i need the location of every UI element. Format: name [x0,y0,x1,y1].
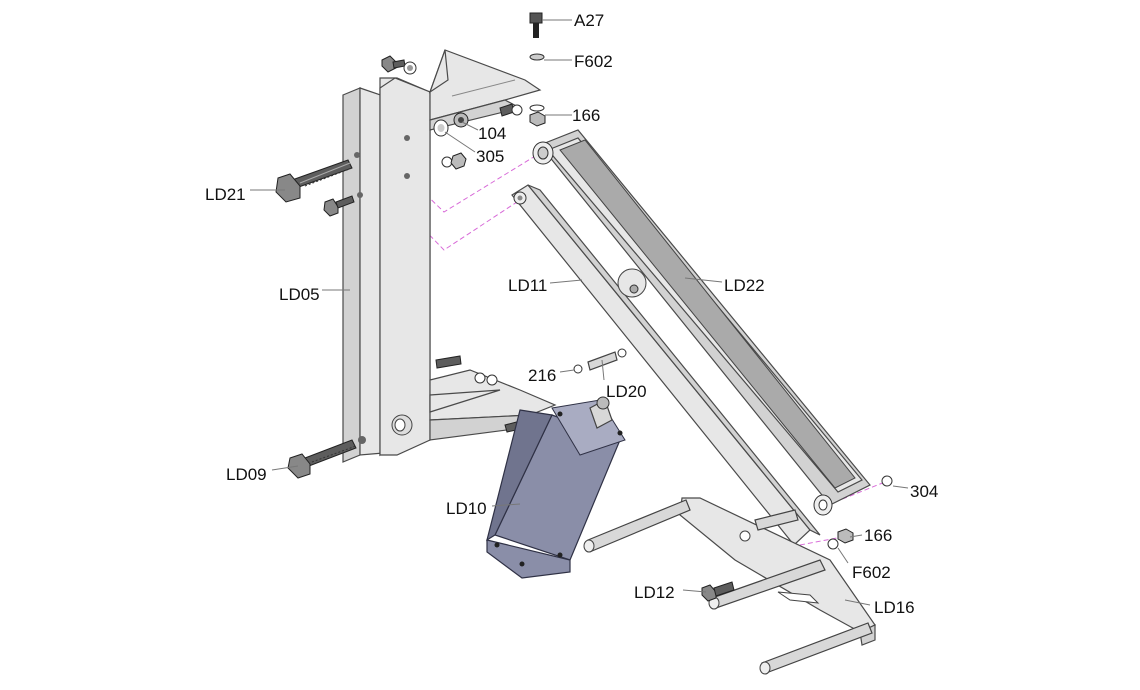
small-bolt-left [323,195,355,217]
ld09-bolt [287,439,357,479]
ld21-bolt [275,159,353,203]
label-166-bottom: 166 [864,526,892,545]
label-f602-top: F602 [574,52,613,71]
ld10-cylinder [486,396,626,579]
post-sleeve [391,414,413,436]
label-ld09: LD09 [226,465,267,484]
label-a27: A27 [574,11,604,30]
ld05-vertical-post [342,77,431,463]
label-ld21: LD21 [205,185,246,204]
top-fastener-stack [529,12,546,127]
label-ld10: LD10 [446,499,487,518]
label-ld12: LD12 [634,583,675,602]
ld11-arm [511,184,821,546]
ld12-bolt [701,581,735,602]
lower-bracket [429,369,557,441]
label-ld11: LD11 [508,276,547,295]
assembly-path-bottom-nut [799,536,843,546]
ld20-pin [573,348,627,374]
label-216: 216 [528,366,556,385]
label-305: 305 [476,147,504,166]
ld16-base-frame [583,497,876,675]
leader-lines [250,19,909,606]
part-labels: A27 F602 166 104 305 LD21 LD05 LD11 LD22… [205,11,938,617]
ld22-arm [532,129,871,516]
label-f602-bottom: F602 [852,563,891,582]
top-bracket [428,49,542,131]
label-104: 104 [478,124,506,143]
label-ld20: LD20 [606,382,647,401]
bottom-fastener-stack [827,475,893,550]
top-left-bolt [381,55,417,75]
label-ld16: LD16 [874,598,915,617]
hardware-104-305 [433,103,523,170]
label-304: 304 [910,482,938,501]
label-ld05: LD05 [279,285,320,304]
label-ld22: LD22 [724,276,765,295]
label-166-top: 166 [572,106,600,125]
